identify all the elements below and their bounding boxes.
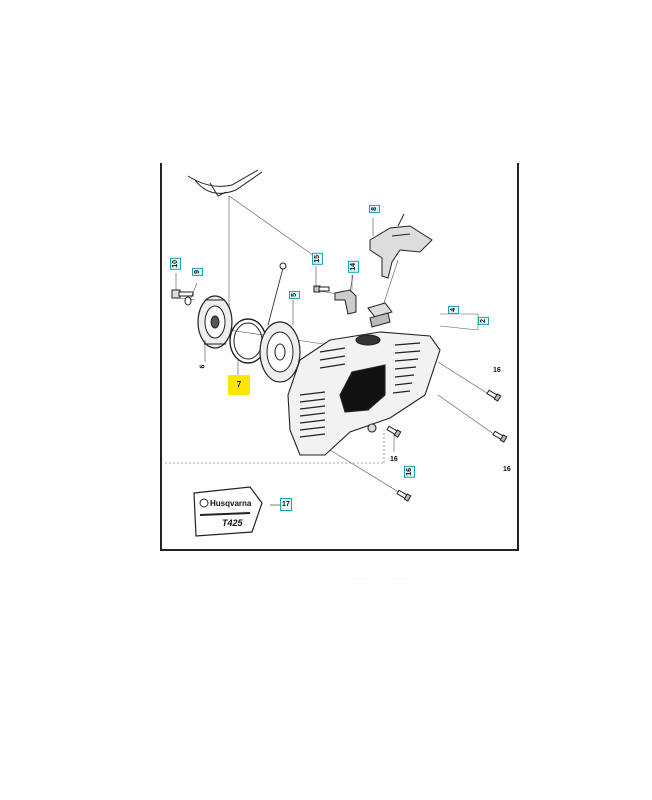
starter-handle-part xyxy=(369,213,433,279)
callout-6: 6 xyxy=(199,364,207,369)
callout-7-highlighted: 7 xyxy=(228,375,250,395)
callout-16-bottom-left: 16 xyxy=(390,456,398,463)
callout-2: 2 xyxy=(478,317,489,325)
housing-fragment xyxy=(187,169,263,197)
bracket-part xyxy=(334,289,357,315)
starter-rope xyxy=(267,267,284,326)
callout-16-boxed: 16 xyxy=(404,466,415,478)
callout-16-right-upper: 16 xyxy=(493,367,501,374)
decal-brand-text: Husqvarna xyxy=(210,499,252,508)
callout-15: 15 xyxy=(312,253,323,265)
callout-16-right-lower: 16 xyxy=(503,466,511,473)
callout-10: 10 xyxy=(170,258,181,270)
callout-4: 4 xyxy=(448,306,459,314)
callout-8: 8 xyxy=(369,205,380,213)
callout-leaders xyxy=(175,218,374,378)
callout-9: 9 xyxy=(192,268,203,276)
starter-cover-part xyxy=(287,331,441,456)
diagram-frame xyxy=(160,163,519,551)
callout-14: 14 xyxy=(348,261,359,273)
screw-part xyxy=(313,285,330,293)
pulley-part xyxy=(197,295,233,349)
footer-text: · · · · · · · · · · · · · · · · xyxy=(348,576,417,581)
callout-5: 5 xyxy=(289,291,300,299)
grommet-part xyxy=(367,302,393,328)
decal-model-text: T425 xyxy=(222,518,244,528)
footer-dot: · xyxy=(172,576,175,581)
housing-screws xyxy=(386,389,508,502)
rope-pulley-part xyxy=(259,321,301,383)
decal-part xyxy=(193,486,280,537)
washer-part xyxy=(184,296,192,306)
callout-17: 17 xyxy=(280,498,292,511)
